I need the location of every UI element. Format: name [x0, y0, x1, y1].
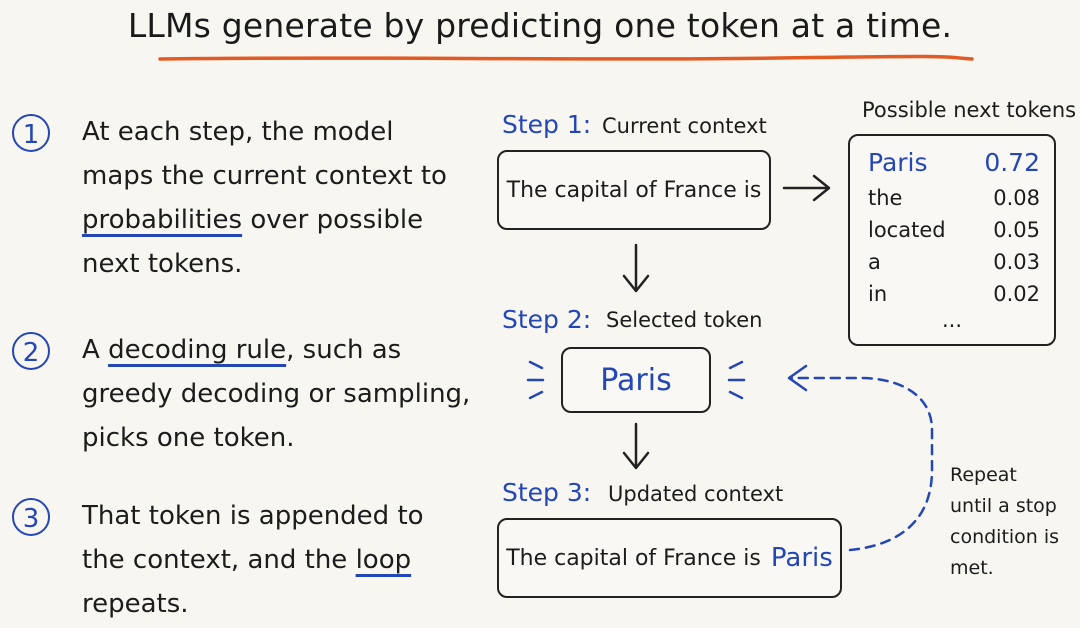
repeat-note: Repeat until a stop condition is met.: [950, 460, 1080, 584]
point-3-line-2: the context, and the loop: [82, 545, 412, 575]
loop-term: loop: [355, 545, 412, 575]
repeat-note-line: Repeat: [950, 464, 1017, 486]
step-number-2: 2: [12, 332, 50, 370]
point-3-text: That token is appended to the context, a…: [82, 494, 482, 626]
prob-value: 0.03: [993, 250, 1040, 274]
prob-token: the: [868, 186, 903, 210]
point-1: 1 At each step, the model maps the curre…: [12, 110, 462, 290]
probabilities-term: probabilities: [82, 205, 243, 235]
prob-token: located: [868, 218, 946, 242]
point-1-text: At each step, the model maps the current…: [82, 110, 482, 286]
highlight-marks-icon: [526, 360, 746, 400]
updated-context-text: The capital of France is: [506, 545, 761, 571]
arrow-right-icon: [782, 174, 831, 202]
current-context-text: The capital of France is: [506, 177, 762, 203]
more-tokens-ellipsis: ...: [942, 308, 963, 332]
prob-value: 0.08: [993, 186, 1040, 210]
step-3-caption: Updated context: [608, 482, 784, 506]
current-context-box: The capital of France is: [497, 150, 771, 230]
prob-value: 0.02: [993, 282, 1040, 306]
page-title: LLMs generate by predicting one token at…: [127, 6, 953, 45]
point-2-line-3: picks one token.: [82, 423, 295, 453]
appended-token-text: Paris: [770, 543, 833, 573]
step-1-caption: Current context: [602, 114, 767, 138]
step-2-caption: Selected token: [606, 308, 763, 332]
decoding-rule-term: decoding rule: [108, 335, 287, 365]
prob-token: in: [868, 282, 888, 306]
point-3-line-3: repeats.: [82, 589, 189, 619]
point-2-line-2: greedy decoding or sampling,: [82, 379, 471, 409]
repeat-note-line: condition is: [950, 526, 1060, 548]
point-1-line-1: At each step, the model: [82, 117, 394, 147]
prob-value: 0.72: [984, 148, 1040, 177]
point-2-text: A decoding rule, such as greedy decoding…: [82, 328, 482, 460]
loop-arrow-icon: [787, 364, 934, 552]
step-1-label: Step 1:: [502, 110, 592, 139]
prob-token: a: [868, 250, 881, 274]
point-3: 3 That token is appended to the context,…: [12, 494, 462, 628]
point-2-line-1: A decoding rule, such as: [82, 335, 402, 365]
selected-token-box: Paris: [561, 347, 711, 413]
prob-value: 0.05: [993, 218, 1040, 242]
step-number-1: 1: [12, 114, 50, 152]
point-1-line-4: next tokens.: [82, 249, 243, 279]
title-underline: [158, 54, 974, 61]
arrow-down-icon: [622, 243, 650, 293]
point-2: 2 A decoding rule, such as greedy decodi…: [12, 328, 470, 468]
selected-token-text: Paris: [600, 362, 672, 398]
prob-token: Paris: [868, 148, 928, 177]
arrow-down-icon: [622, 422, 650, 470]
repeat-note-line: until a stop: [950, 495, 1057, 517]
point-1-line-2: maps the current context to: [82, 161, 447, 191]
updated-context-box: The capital of France is Paris: [497, 518, 842, 598]
repeat-note-line: met.: [950, 557, 994, 579]
step-number-3: 3: [12, 498, 50, 536]
probs-title: Possible next tokens: [862, 98, 1077, 122]
point-3-line-1: That token is appended to: [82, 501, 424, 531]
step-2-label: Step 2:: [502, 305, 592, 334]
step-3-label: Step 3:: [502, 478, 592, 507]
next-token-probabilities-box: Paris 0.72 the 0.08 located 0.05 a 0.03 …: [848, 134, 1056, 346]
point-1-line-3: probabilities over possible: [82, 205, 424, 235]
